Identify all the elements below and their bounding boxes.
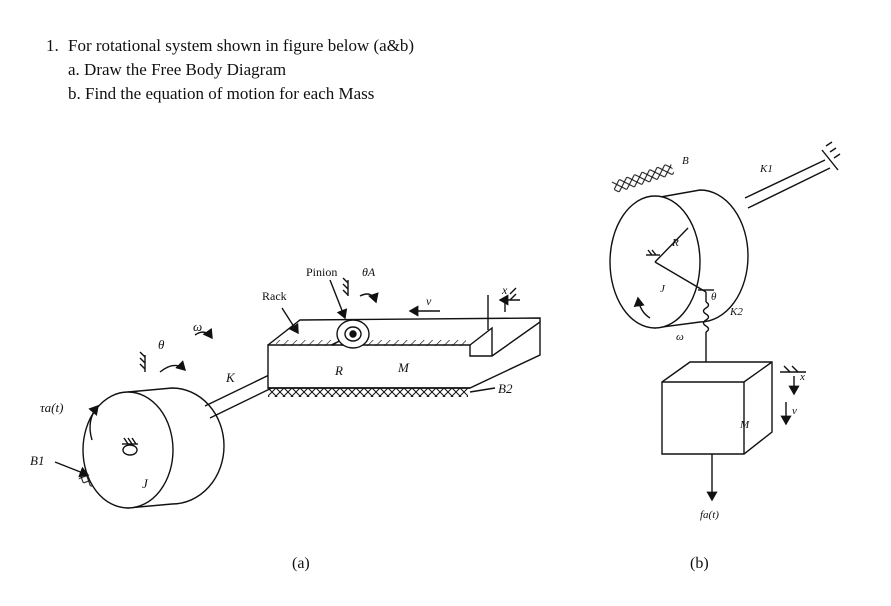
- ground-theta: [139, 327, 213, 373]
- label-m: M: [397, 360, 410, 375]
- label-j: J: [142, 476, 149, 491]
- label-b1: B1: [30, 453, 44, 468]
- label-j-b: J: [660, 283, 666, 295]
- label-k: K: [225, 370, 236, 385]
- ground-pinion: [342, 277, 379, 304]
- label-tau: τa(t): [40, 400, 63, 415]
- label-omega-b: ω: [676, 331, 684, 343]
- label-x-b: x: [799, 371, 805, 383]
- disk-j: [82, 387, 225, 509]
- bearing-b: [611, 162, 675, 194]
- mass-m-block: [267, 317, 541, 397]
- figure-b: [609, 141, 841, 502]
- label-theta: θ: [158, 337, 165, 352]
- question-block: 1. For rotational system shown in figure …: [46, 34, 414, 106]
- mass-m-cube: [661, 361, 773, 455]
- ground-x-b: [780, 365, 806, 426]
- question-part-a: a. Draw the Free Body Diagram: [68, 60, 287, 79]
- label-theta-b: θ: [711, 291, 717, 303]
- ground-k1: [821, 141, 841, 171]
- b1-arrow: [54, 461, 90, 478]
- figure-b-labels: B K1 R J θ K2 ω x v M fa(t) (b): [660, 155, 805, 572]
- label-m-b: M: [739, 419, 750, 431]
- torque-arrow: [88, 404, 99, 441]
- label-pinion: Pinion: [306, 265, 337, 279]
- rack-teeth: [276, 340, 466, 346]
- label-k2: K2: [729, 306, 743, 318]
- bearing-b2: [268, 388, 468, 397]
- b2-pointer: [469, 387, 496, 393]
- caption-a: (a): [292, 555, 310, 572]
- label-v-b: v: [792, 405, 797, 417]
- label-fa: fa(t): [700, 509, 719, 521]
- question-number: 1.: [46, 36, 59, 55]
- label-omega: ω: [193, 319, 202, 334]
- label-x: x: [501, 283, 508, 297]
- ground-x: [408, 287, 520, 330]
- figure-a: [54, 277, 541, 509]
- label-v: v: [426, 294, 432, 308]
- label-rack: Rack: [262, 289, 287, 303]
- caption-b: (b): [690, 555, 709, 572]
- disk-j-b: [609, 189, 749, 329]
- label-b: B: [682, 155, 689, 167]
- question-stem-text: For rotational system shown in figure be…: [68, 36, 415, 55]
- label-b2: B2: [498, 381, 513, 396]
- shaft-k1: [744, 159, 831, 209]
- label-r-b: R: [671, 237, 679, 249]
- pinion-pointer: [329, 279, 348, 320]
- label-r: R: [334, 363, 343, 378]
- pinion: [336, 319, 370, 349]
- rack-pointer: [281, 307, 299, 335]
- label-theta-a: θA: [362, 265, 376, 279]
- figure-a-labels: τa(t) θ ω B1 J K Rack Pinion θA v x R M …: [30, 265, 513, 572]
- label-k1: K1: [759, 163, 773, 175]
- question-part-b: b. Find the equation of motion for each …: [68, 84, 375, 103]
- question-stem: 1. For rotational system shown in figure …: [46, 34, 414, 58]
